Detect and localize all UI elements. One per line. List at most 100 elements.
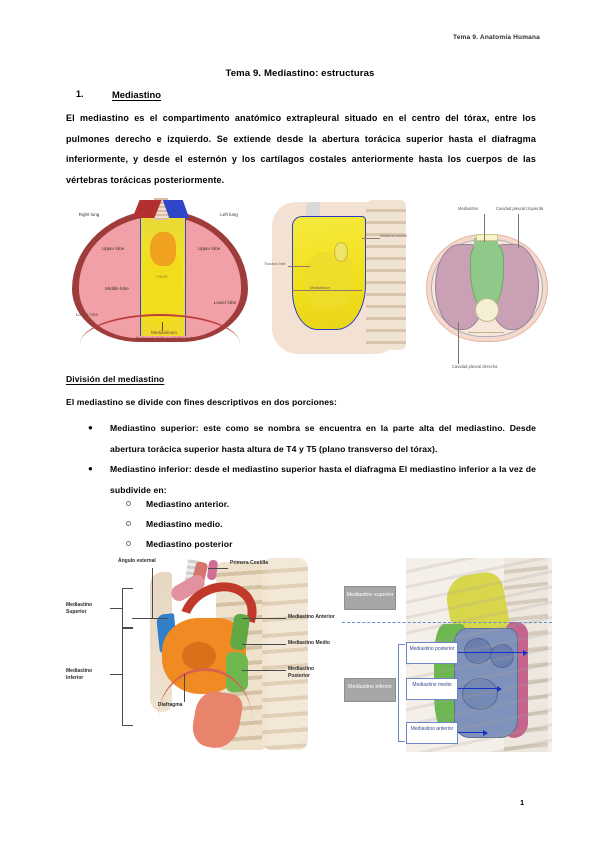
leader-line-posterior <box>242 670 286 671</box>
label-mediastino-anterior: Mediastino Anterior <box>288 614 336 621</box>
brace-superior <box>122 588 133 628</box>
label-mediastino-superior-text: Mediastino Superior <box>66 602 93 615</box>
heart-silhouette <box>304 252 354 310</box>
box-mediastino-inferior-text: Mediastino inferior <box>347 684 393 690</box>
leader-line-anterior <box>242 618 286 619</box>
box-mediastino-medio-text: Mediastino medio <box>412 682 452 688</box>
bullet-mediastino-inferior-text: Mediastino inferior: desde el mediastino… <box>110 464 536 495</box>
figure-coronal-thorax: Right lung Left lung Upper lobe Upper lo… <box>66 194 254 362</box>
leader-line-derecha <box>458 322 459 364</box>
label-diafragma-text: Diafragma <box>158 702 183 708</box>
bullet-mediastino-inferior: ● Mediastino inferior: desde el mediasti… <box>88 459 536 500</box>
arrow-anterior <box>458 728 488 738</box>
leader-line-angulo <box>152 568 153 618</box>
diaphragm-line <box>158 668 252 719</box>
label-mediastinum-center-text: Mediastinum <box>310 286 331 290</box>
box-mediastino-anterior[interactable]: Mediastino anterior <box>406 722 458 744</box>
section-number: 1. <box>76 89 84 99</box>
subsection-title: División del mediastino <box>66 374 165 384</box>
leader-line-center <box>292 290 362 291</box>
figure-sagittal-labeled: Mediastino Superior Mediastino Inferior … <box>66 556 366 754</box>
box-mediastino-posterior[interactable]: Mediastino posterior <box>406 642 458 664</box>
label-mediastino-inferior-text: Mediastino Inferior <box>66 668 93 681</box>
bullet-marker: ● <box>88 423 93 432</box>
label-upper-lobe-left-text: Upper lobe <box>197 246 221 251</box>
label-heart-text: Heart <box>156 274 168 279</box>
page-header: Tema 9. Anatomía Humana <box>453 34 540 41</box>
label-lower-lobe-left: Lower lobe <box>208 300 242 306</box>
box-mediastino-inferior[interactable]: Mediastino inferior <box>344 678 396 702</box>
label-upper-lobe-right-text: Upper lobe <box>101 246 125 251</box>
label-cavidad-izquierda: Cavidad pleural izquierda <box>496 206 543 211</box>
label-mediastinum-center: Mediastinum <box>310 286 350 291</box>
label-mediastino-anterior-text: Mediastino Anterior <box>288 614 335 620</box>
label-upper-lobe-left: Upper lobe <box>192 246 226 252</box>
figure-sagittal-mediastinum: Thoracic inlet Vertebral column Mediasti… <box>262 194 414 362</box>
sub-bullet-marker <box>126 521 131 526</box>
label-mediastino-superior: Mediastino Superior <box>66 602 110 616</box>
label-middle-lobe: Middle lobe <box>100 286 134 292</box>
label-left-lung-text: Left lung <box>220 212 238 217</box>
bullet-mediastino-superior: ● Mediastino superior: este como se nomb… <box>88 418 536 459</box>
sub-bullet-posterior-text: Mediastino posterior <box>146 539 233 549</box>
label-mediastinum-sub-text: (between right and left lung) <box>135 336 193 341</box>
box-mediastino-superior[interactable]: Mediastino superior <box>344 586 396 610</box>
bullet-mediastino-superior-text: Mediastino superior: este como se nombra… <box>110 423 536 454</box>
label-mediastino-medio: Mediastino Medio <box>288 640 336 647</box>
brace-inferior <box>122 628 133 726</box>
box-mediastino-posterior-text: Mediastino posterior <box>409 646 455 652</box>
leader-line-izquierda <box>518 214 519 248</box>
label-mediastinum-text: Mediastinum <box>150 330 178 335</box>
box-mediastino-medio[interactable]: Mediastino medio <box>406 678 458 700</box>
box-mediastino-anterior-text: Mediastino anterior <box>410 726 454 732</box>
sub-bullet-posterior: Mediastino posterior <box>126 539 233 549</box>
leader-line-mediastino <box>484 214 485 242</box>
sternum-shape <box>476 234 498 241</box>
sub-bullet-medio: Mediastino medio. <box>126 519 223 529</box>
label-mediastino-medio-text: Mediastino Medio <box>288 640 330 646</box>
vertebral-process-shape <box>468 314 504 333</box>
diaphragm-line <box>80 314 240 344</box>
leader-line-diafragma <box>184 674 185 702</box>
label-angulo-esternal-text: Ángulo esternal <box>118 558 156 564</box>
label-lower-lobe-right: Lower lobe <box>72 312 102 318</box>
leader-line-medio <box>242 644 286 645</box>
divider-superior-inferior <box>342 622 552 623</box>
label-mediastino-posterior: Mediastino Posterior <box>288 666 336 680</box>
label-right-lung: Right lung <box>74 212 104 218</box>
great-vessels-shape <box>150 232 176 266</box>
lead-text: El mediastino se divide con fines descri… <box>66 397 337 407</box>
label-vertebral-column-text: Vertebral column <box>380 234 407 238</box>
page-title: Tema 9. Mediastino: estructuras <box>225 68 375 79</box>
leader-line-costilla <box>208 568 228 569</box>
label-middle-lobe-text: Middle lobe <box>105 286 129 291</box>
lymph-node-shape <box>334 242 348 262</box>
label-left-lung: Left lung <box>214 212 244 218</box>
label-thoracic-inlet: Thoracic inlet <box>264 262 290 267</box>
figure-mediastinum-divisions: Mediastino superior Mediastino inferior … <box>338 556 554 754</box>
label-mediastino-text: Mediastino <box>458 206 479 211</box>
label-vertebral-column: Vertebral column <box>380 234 410 239</box>
leader-line-left <box>288 266 310 267</box>
vertebral-body-shape <box>475 298 499 322</box>
figure-axial-thorax: Mediastino Cavidad pleural izquierda Cav… <box>418 194 554 378</box>
arrow-medio <box>458 684 502 694</box>
label-diafragma: Diafragma <box>158 702 206 709</box>
paragraph-mediastino: El mediastino es el compartimento anatóm… <box>66 113 536 185</box>
mediastinum-top-shape <box>474 238 498 252</box>
label-mediastinum: Mediastinum (between right and left lung… <box>118 330 210 342</box>
page-number: 1 <box>520 798 525 807</box>
sub-bullet-anterior: Mediastino anterior. <box>126 499 230 509</box>
label-mediastino-posterior-text: Mediastino Posterior <box>288 666 315 679</box>
label-primera-costilla: Primera Costilla <box>230 560 290 567</box>
label-angulo-esternal: Ángulo esternal <box>118 558 188 565</box>
section-title: Mediastino <box>112 89 161 100</box>
vertebral-column-secondary-shape <box>262 558 308 750</box>
sub-bullet-medio-text: Mediastino medio. <box>146 519 223 529</box>
label-mediastino-inferior: Mediastino Inferior <box>66 668 110 682</box>
label-cavidad-derecha-text: Cavidad pleural derecha <box>452 364 498 369</box>
leader-line-inferior <box>110 674 122 675</box>
label-heart: Heart <box>146 274 178 280</box>
sub-bullet-anterior-text: Mediastino anterior. <box>146 499 230 509</box>
heart-chamber-shape <box>182 642 216 670</box>
